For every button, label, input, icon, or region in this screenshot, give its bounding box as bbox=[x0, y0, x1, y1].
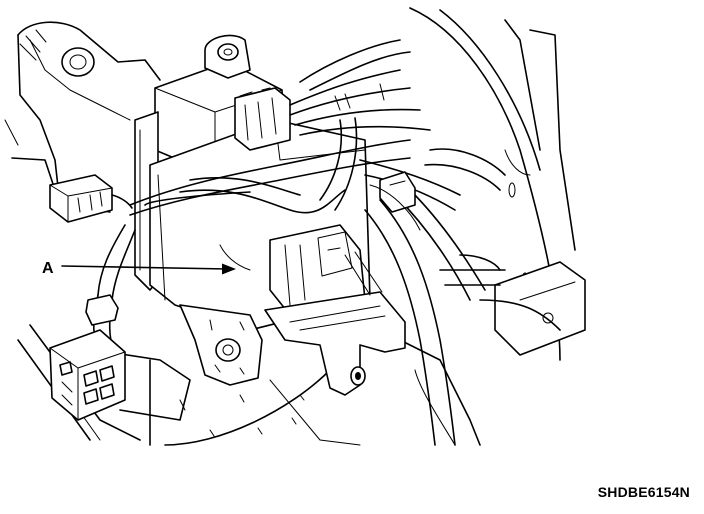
connector-lower-left bbox=[49, 294, 126, 421]
figure-code: SHDBE6154N bbox=[597, 484, 690, 500]
callout-label: A bbox=[42, 260, 54, 277]
connector-upper-left bbox=[49, 174, 133, 223]
wiring-harness bbox=[97, 39, 506, 446]
module-body bbox=[134, 34, 406, 396]
callout-arrow bbox=[61, 263, 236, 275]
background-structure bbox=[4, 7, 586, 446]
